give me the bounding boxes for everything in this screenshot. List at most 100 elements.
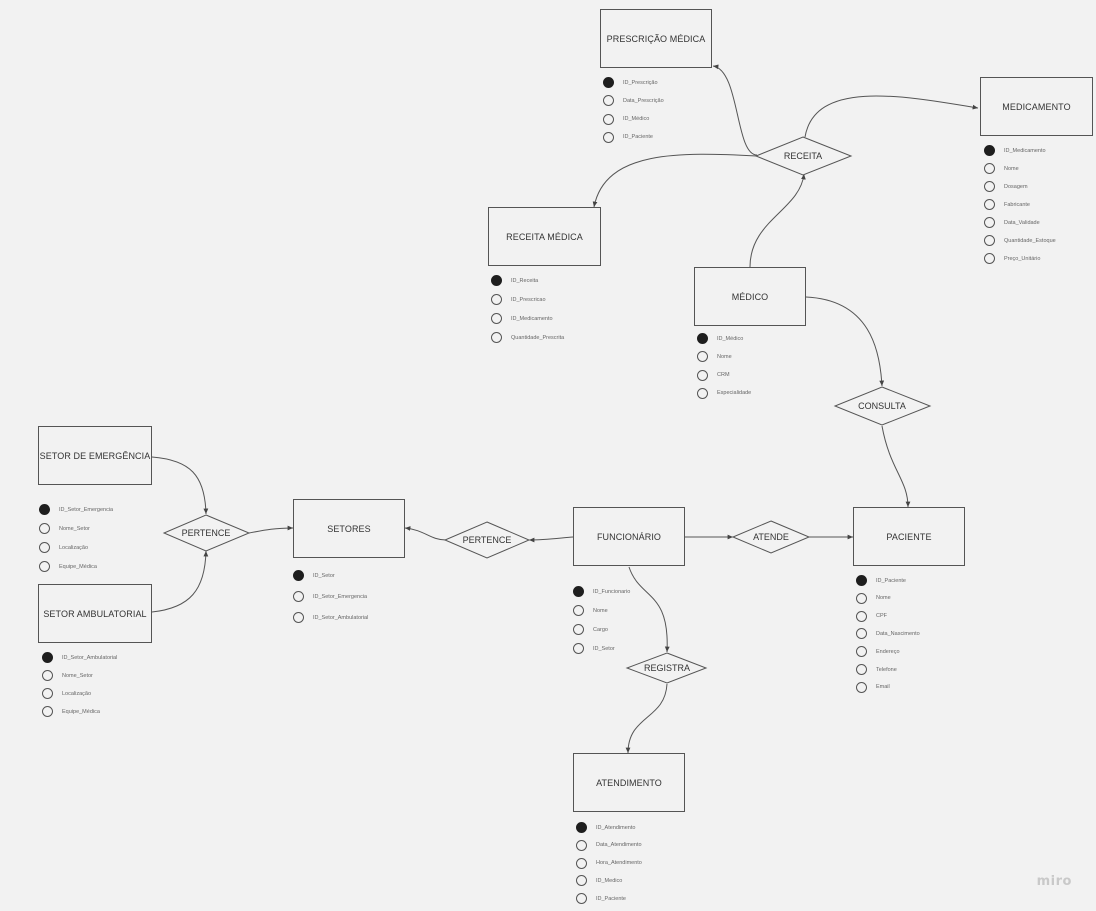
entity-setores[interactable]: SETORES	[293, 499, 405, 558]
primary-key-icon	[697, 333, 708, 344]
attribute-row: Data_Validade	[984, 216, 1040, 229]
attribute-row: ID_Prescricao	[491, 293, 546, 306]
primary-key-icon	[573, 586, 584, 597]
connector-funcionario-pertence	[528, 536, 574, 543]
attribute-label: ID_Funcionario	[593, 588, 631, 595]
entity-funcionario[interactable]: FUNCIONÁRIO	[573, 507, 685, 566]
attribute-label: Data_Validade	[1004, 219, 1040, 226]
attribute-row: ID_Medicamento	[491, 312, 553, 325]
entity-setor-emergencia[interactable]: SETOR DE EMERGÊNCIA	[38, 426, 152, 485]
entity-medico[interactable]: MÉDICO	[694, 267, 806, 326]
attribute-label: Nome	[593, 607, 608, 614]
relationship-pertence-left-label: PERTENCE	[181, 528, 231, 538]
attribute-row: Data_Prescrição	[603, 94, 664, 107]
attribute-icon	[697, 369, 708, 381]
attribute-row: ID_Receita	[491, 274, 538, 287]
attribute-label: ID_Setor_Ambulatorial	[62, 654, 118, 661]
attribute-label: Equipe_Médica	[62, 708, 100, 715]
attribute-row: Telefone	[856, 663, 897, 676]
attribute-label: ID_Médico	[623, 116, 650, 123]
primary-key-icon	[42, 652, 53, 663]
primary-key-icon	[856, 575, 867, 586]
attribute-row: ID_Setor_Ambulatorial	[293, 611, 368, 624]
attribute-row: Quantidade_Estoque	[984, 234, 1056, 247]
primary-key-icon	[293, 570, 304, 581]
attribute-row: Dosagem	[984, 180, 1028, 193]
connector-pertence-setores-2	[404, 526, 447, 541]
attribute-label: ID_Prescrição	[623, 79, 658, 86]
attribute-row: Nome_Setor	[42, 669, 93, 682]
primary-key-icon	[491, 275, 502, 286]
entity-prescricao-medica[interactable]: PRESCRIÇÃO MÉDICA	[600, 9, 712, 68]
attribute-row: ID_Medicamento	[984, 144, 1046, 157]
attribute-label: ID_Medico	[596, 877, 623, 884]
attribute-row: CRM	[697, 369, 730, 382]
attribute-label: Data_Atendimento	[596, 842, 642, 849]
attribute-icon	[856, 646, 867, 658]
attribute-icon	[856, 664, 867, 675]
connector-receita-prescricao	[712, 64, 758, 156]
attribute-icon	[576, 839, 587, 851]
relationship-consulta-diamond	[833, 386, 932, 426]
entity-receita-medica[interactable]: RECEITA MÉDICA	[488, 207, 601, 266]
entity-setor-ambulatorial[interactable]: SETOR AMBULATORIAL	[38, 584, 152, 643]
attribute-label: ID_Médico	[717, 335, 744, 342]
connector-receita-medicamento	[804, 95, 979, 138]
attribute-row: Nome_Setor	[39, 522, 90, 535]
attribute-label: Nome	[876, 595, 891, 602]
attribute-label: Nome	[717, 353, 732, 360]
attribute-icon	[984, 199, 995, 210]
attribute-label: Telefone	[876, 666, 897, 673]
attribute-row: ID_Setor	[573, 642, 615, 655]
relationship-atende-label: ATENDE	[753, 532, 789, 542]
attribute-icon	[39, 561, 50, 572]
attribute-row: ID_Paciente	[856, 574, 906, 587]
attribute-row: Email	[856, 681, 890, 694]
attribute-icon	[576, 875, 587, 887]
attribute-label: Quantidade_Prescrita	[511, 334, 565, 341]
attribute-row: ID_Setor_Ambulatorial	[42, 651, 117, 664]
attribute-label: Data_Prescrição	[623, 97, 664, 104]
attribute-row: Data_Atendimento	[576, 839, 642, 852]
attribute-label: ID_Medicamento	[511, 315, 553, 322]
attribute-label: Fabricante	[1004, 201, 1030, 208]
attribute-label: CPF	[876, 613, 887, 620]
connector-receita-receita-medica	[592, 153, 758, 208]
relationship-registra-label: REGISTRA	[643, 663, 691, 673]
attribute-label: ID_Paciente	[596, 895, 626, 902]
entity-atendimento[interactable]: ATENDIMENTO	[573, 753, 685, 812]
attribute-icon	[491, 294, 502, 305]
attribute-icon	[573, 624, 584, 635]
attribute-icon	[603, 113, 614, 125]
connector-pertence-setores	[248, 525, 294, 534]
attribute-label: ID_Receita	[511, 277, 539, 284]
attribute-label: ID_Paciente	[623, 134, 653, 141]
attribute-row: Localização	[42, 687, 91, 700]
attribute-row: ID_Médico	[697, 332, 743, 345]
attribute-icon	[856, 628, 867, 640]
attribute-icon	[42, 670, 53, 681]
entity-paciente[interactable]: PACIENTE	[853, 507, 965, 566]
attribute-row: Endereço	[856, 645, 900, 658]
primary-key-icon	[39, 504, 50, 515]
attribute-row: ID_Setor_Emergencia	[293, 590, 367, 603]
entity-medicamento[interactable]: MEDICAMENTO	[980, 77, 1093, 136]
relationship-consulta-label: CONSULTA	[858, 401, 906, 411]
attribute-label: Cargo	[593, 626, 608, 633]
attribute-icon	[573, 605, 584, 616]
attribute-row: Equipe_Médica	[42, 705, 100, 718]
attribute-row: ID_Medico	[576, 874, 622, 887]
attribute-label: ID_Setor_Ambulatorial	[313, 614, 369, 621]
connector-ambulatorial-pertence	[151, 550, 209, 613]
attribute-icon	[984, 163, 995, 174]
attribute-label: ID_Setor_Emergencia	[313, 593, 368, 600]
attribute-icon	[573, 643, 584, 654]
attribute-icon	[576, 893, 587, 905]
attribute-row: Quantidade_Prescrita	[491, 331, 564, 344]
attribute-icon	[856, 681, 867, 693]
attribute-row: ID_Setor_Emergencia	[39, 503, 113, 516]
attribute-row: Localização	[39, 541, 88, 554]
connector-consulta-paciente	[881, 425, 911, 508]
